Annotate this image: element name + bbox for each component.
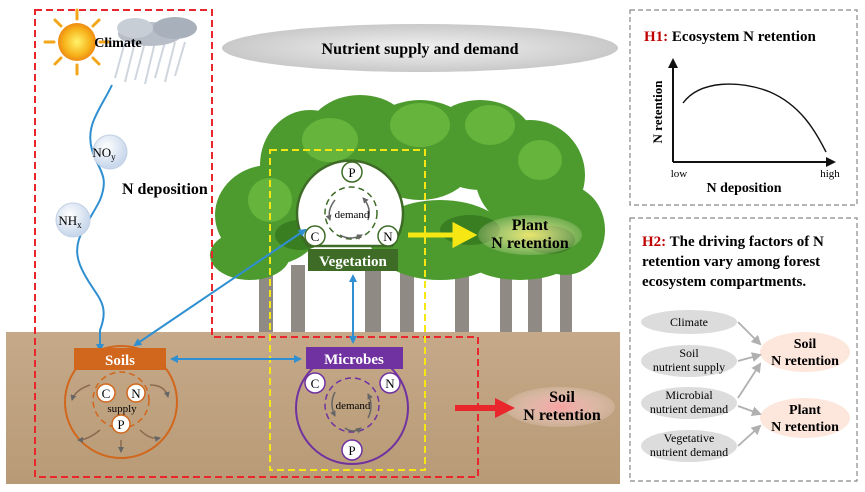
- ecosystem-boundary-red: [34, 9, 479, 478]
- plant-retention-line2: N retention: [491, 235, 569, 252]
- microbe-element-c: C: [311, 376, 320, 391]
- soil-circle-text: supply: [107, 403, 137, 415]
- vegetation-label: Vegetation: [319, 254, 387, 270]
- h2-target-soil-2: N retention: [771, 354, 839, 369]
- veg-circle-text: demand: [335, 209, 370, 221]
- microbe-circle-text: demand: [336, 400, 371, 412]
- h2-line1: H2: The driving factors of N: [642, 234, 824, 250]
- h2-target-plant-1: Plant: [789, 403, 821, 418]
- h2-target-soil-glow: [760, 332, 850, 372]
- factor-soil-2: nutrient supply: [653, 360, 725, 374]
- h1-xlabel: N deposition: [706, 181, 781, 196]
- h2-line2: retention vary among forest: [642, 254, 820, 270]
- soils-node: C N P supply Soils: [64, 345, 178, 459]
- plant-retention-arrow: [408, 221, 478, 249]
- soil-retention-line1: Soil: [549, 389, 575, 406]
- soil-element-c: C: [102, 386, 111, 401]
- plant-microbe-boundary-yellow: [269, 149, 426, 471]
- microbes-node: C N P demand Microbes: [295, 347, 409, 465]
- climate-label: Climate: [94, 36, 141, 51]
- sun-icon: [43, 8, 111, 76]
- plant-retention-glow: [478, 215, 582, 255]
- h1-panel: [629, 9, 858, 206]
- h2-line3: ecosystem compartments.: [642, 274, 806, 290]
- factor-climate: Climate: [670, 315, 708, 329]
- plant-retention-line1: Plant: [512, 217, 549, 234]
- soils-label: Soils: [105, 353, 135, 369]
- h1-ylabel: N retention: [650, 80, 665, 144]
- h2-target-soil-1: Soil: [794, 337, 817, 352]
- h1-x-high: high: [820, 168, 840, 180]
- h1-response-curve: [682, 83, 827, 153]
- deposition-flow-arrow: [76, 84, 113, 352]
- nutrient-title-ellipse: [222, 24, 618, 72]
- nutrient-title: Nutrient supply and demand: [322, 41, 519, 58]
- microbes-label: Microbes: [324, 352, 384, 368]
- interaction-arrows: [133, 228, 357, 363]
- soil-retention-arrow-head: [495, 398, 515, 418]
- nhx-label: NHx: [58, 213, 82, 230]
- n-deposition-label: N deposition: [122, 181, 208, 198]
- h1-title: H1: Ecosystem N retention: [644, 29, 816, 45]
- microbe-element-n: N: [385, 376, 395, 391]
- factor-microbial-2: nutrient demand: [650, 402, 728, 416]
- h1-x-low: low: [671, 168, 688, 180]
- veg-element-p: P: [348, 165, 355, 180]
- microbe-element-p: P: [348, 443, 355, 458]
- soil-element-p: P: [117, 417, 124, 432]
- factor-vegetative-1: Vegetative: [664, 431, 715, 445]
- soil-element-n: N: [131, 386, 141, 401]
- soil-retention-glow: [505, 387, 615, 427]
- factor-microbial-1: Microbial: [665, 388, 713, 402]
- veg-element-c: C: [311, 229, 320, 244]
- factor-vegetative-2: nutrient demand: [650, 445, 728, 459]
- h2-factor-arrows: [737, 321, 762, 447]
- noy-label: NOy: [92, 145, 116, 162]
- noy-bubble: [92, 134, 128, 170]
- h2-target-plant-2: N retention: [771, 420, 839, 435]
- h2-target-plant-glow: [760, 398, 850, 438]
- rain-cloud-icon: [114, 17, 197, 85]
- veg-element-n: N: [383, 229, 393, 244]
- h2-factors: Climate Soil nutrient supply Microbial n…: [641, 310, 737, 462]
- nhx-bubble: [55, 202, 91, 238]
- soil-retention-line2: N retention: [523, 407, 601, 424]
- factor-soil-1: Soil: [679, 346, 699, 360]
- vegetation-node: P C N demand Vegetation: [295, 159, 405, 271]
